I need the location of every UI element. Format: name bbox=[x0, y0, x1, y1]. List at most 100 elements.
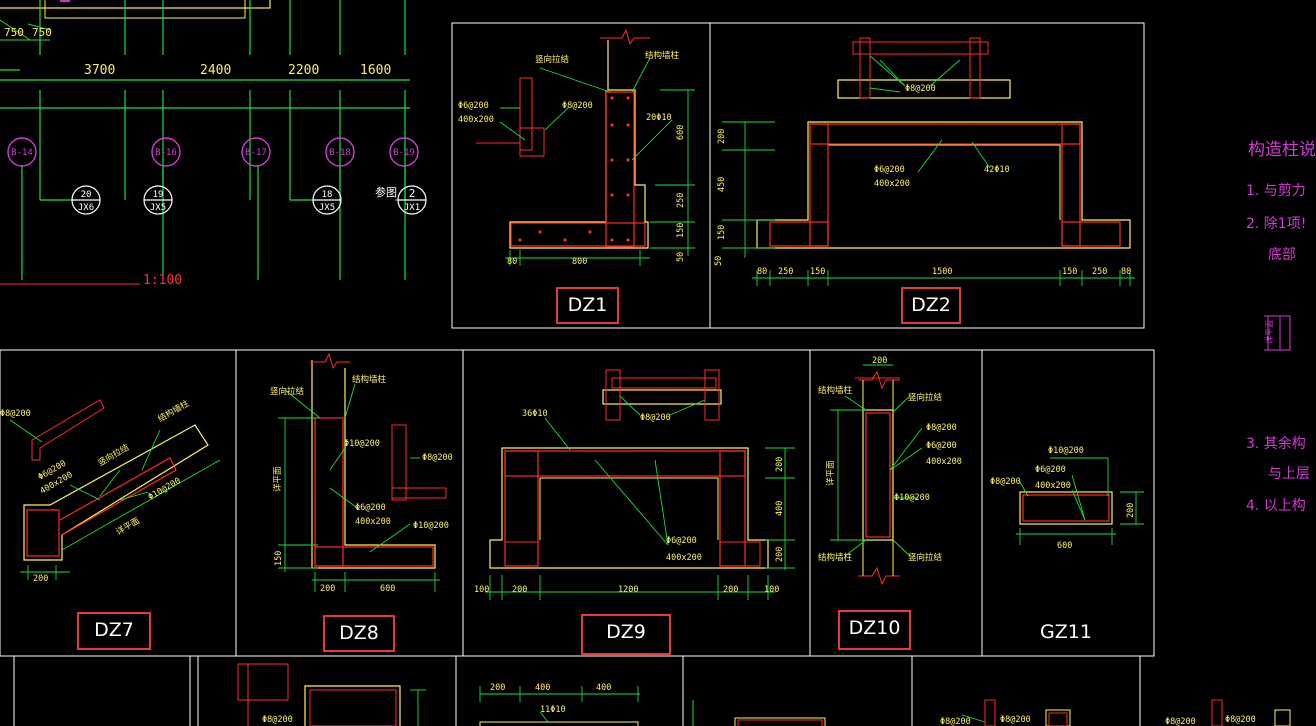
label-dz7: DZ7 bbox=[77, 612, 151, 650]
dz10-t2: 竖向拉结 bbox=[908, 392, 942, 403]
dz8-t5: 400x200 bbox=[355, 517, 391, 527]
gz11-t3: 400x200 bbox=[1035, 481, 1071, 491]
bottom-row-details: Φ8@200 200 400 400 11Φ10 Φ8@200 Φ8@200 Φ… bbox=[237, 663, 1291, 726]
dz1-t10: 80 bbox=[507, 257, 517, 267]
dz2-t7: 50 bbox=[714, 256, 724, 266]
detail-gz11: Φ10@200 Φ8@200 Φ6@200 400x200 200 600 bbox=[990, 446, 1144, 551]
notes-item-3: 3. 其余构 bbox=[1246, 436, 1306, 452]
dz9-t0: Φ8@200 bbox=[640, 413, 671, 423]
dz10-t3: Φ8@200 bbox=[926, 423, 957, 433]
ref-18-bottom: JX5 bbox=[319, 203, 335, 213]
dz2-t13: 250 bbox=[1092, 267, 1107, 277]
bottom-t7: Φ8@200 bbox=[1165, 717, 1196, 726]
dz7-t1: 结构墙柱 bbox=[156, 398, 191, 425]
dz9-t8: 200 bbox=[512, 585, 527, 595]
notes-side-dim: 详平面 bbox=[1264, 320, 1274, 344]
dz2-t9: 250 bbox=[778, 267, 793, 277]
ref-19-bottom: JX5 bbox=[150, 203, 166, 213]
plan-dim-0: 750 bbox=[4, 26, 24, 39]
axis-b17: B-17 bbox=[245, 148, 267, 158]
plan-dim-2: 3700 bbox=[84, 63, 115, 78]
notes-item-3b: 与上层 bbox=[1268, 466, 1310, 482]
dz10-t6: Φ10@200 bbox=[894, 493, 930, 503]
label-dz1: DZ1 bbox=[556, 287, 619, 324]
dz2-t4: 200 bbox=[717, 129, 727, 144]
gz11-t2: Φ6@200 bbox=[1035, 465, 1066, 475]
axis-b14: B-14 bbox=[11, 148, 33, 158]
dz2-t12: 150 bbox=[1062, 267, 1077, 277]
dz1-t9: 50 bbox=[676, 252, 686, 262]
label-dz9: DZ9 bbox=[581, 614, 671, 655]
gz11-t5: 600 bbox=[1057, 541, 1072, 551]
notes-item-2: 2. 除1项! bbox=[1246, 216, 1307, 232]
sheet-frames bbox=[0, 22, 1155, 726]
dz7-t4: 竖向拉结 bbox=[96, 442, 131, 469]
gz11-t4: 200 bbox=[1126, 503, 1136, 518]
dz2-t11: 1500 bbox=[932, 267, 952, 277]
dz8-t4: Φ6@200 bbox=[355, 503, 386, 513]
label-dz8: DZ8 bbox=[323, 615, 395, 652]
dz7-t7: 200 bbox=[33, 574, 48, 584]
plan-view: 750 750 3700 2400 2200 1600 B-14 B-16 B-… bbox=[0, 0, 427, 288]
dz1-t5: 20Φ10 bbox=[646, 113, 672, 123]
dz8-t2: Φ10@200 bbox=[344, 439, 380, 449]
dz8-t3: Φ8@200 bbox=[422, 453, 453, 463]
notes-item-1: 1. 与剪力 bbox=[1246, 183, 1306, 199]
dz2-t5: 450 bbox=[717, 177, 727, 192]
dz1-t8: 150 bbox=[676, 223, 686, 238]
dz9-t2: 200 bbox=[775, 457, 785, 472]
dz9-t3: 400 bbox=[775, 501, 785, 516]
ref-20-bottom: JX6 bbox=[78, 203, 94, 213]
dz2-t14: 80 bbox=[1121, 267, 1131, 277]
axis-b18: B-18 bbox=[329, 148, 351, 158]
plan-dim-5: 1600 bbox=[360, 63, 391, 78]
bottom-t5: Φ8@200 bbox=[940, 717, 971, 726]
dz2-t6: 150 bbox=[717, 225, 727, 240]
dz2-t10: 150 bbox=[810, 267, 825, 277]
dz10-t8: 结构墙柱 bbox=[818, 552, 853, 563]
detail-dz7: Φ8@200 结构墙柱 Φ6@200 400x200 竖向拉结 Φ10@200 … bbox=[0, 398, 221, 584]
ref-18-top: 18 bbox=[322, 190, 333, 200]
dz8-t6: Φ10@200 bbox=[413, 521, 449, 531]
dz1-t0: 竖向拉结 bbox=[535, 54, 569, 65]
dz10-t1: 结构墙柱 bbox=[818, 385, 853, 396]
dz10-t4: Φ6@200 bbox=[926, 441, 957, 451]
dz9-t11: 100 bbox=[764, 585, 779, 595]
dz8-t0: 竖向拉结 bbox=[270, 386, 304, 397]
detail-dz8: 竖向拉结 结构墙柱 Φ10@200 Φ8@200 Φ6@200 400x200 … bbox=[270, 352, 453, 594]
dz1-t3: 400x200 bbox=[458, 115, 494, 125]
dz2-t2: 400x200 bbox=[874, 179, 910, 189]
detail-dz10: 200 结构墙柱 竖向拉结 Φ8@200 Φ6@200 400x200 Φ10@… bbox=[818, 356, 962, 586]
axis-b16: B-16 bbox=[155, 148, 177, 158]
label-gz11: GZ11 bbox=[1040, 621, 1092, 643]
dz1-t4: Φ8@200 bbox=[562, 101, 593, 111]
dz10-t7: 详平面 bbox=[825, 460, 836, 486]
bottom-t2: 400 bbox=[535, 683, 550, 693]
dz1-t6: 600 bbox=[676, 125, 686, 140]
detail-dz2: Φ8@200 Φ6@200 400x200 42Φ10 200 450 150 … bbox=[714, 37, 1135, 286]
dz8-t9: 200 bbox=[320, 584, 335, 594]
ref-2-bottom: JX1 bbox=[404, 203, 420, 213]
plan-dim-3: 2400 bbox=[200, 63, 231, 78]
dz2-t8: 80 bbox=[757, 267, 767, 277]
dz2-t3: 42Φ10 bbox=[984, 165, 1010, 175]
dz10-t0: 200 bbox=[872, 356, 887, 366]
dz2-t1: Φ6@200 bbox=[874, 165, 905, 175]
dz8-t7: 详平面 bbox=[272, 466, 283, 492]
dz10-t5: 400x200 bbox=[926, 457, 962, 467]
plan-dim-1: 750 bbox=[32, 26, 52, 39]
ref-2-top: 2 bbox=[409, 187, 416, 200]
dz8-t8: 150 bbox=[274, 551, 284, 566]
label-dz10: DZ10 bbox=[838, 610, 911, 650]
notes-item-4: 4. 以上构 bbox=[1246, 498, 1306, 514]
dz7-t0: Φ8@200 bbox=[0, 409, 31, 419]
dz1-t11: 800 bbox=[572, 257, 587, 267]
dz9-t5: Φ6@200 bbox=[666, 536, 697, 546]
detail-dz1: 竖向拉结 结构墙柱 Φ6@200 400x200 Φ8@200 20Φ10 60… bbox=[458, 28, 695, 267]
axis-b19: B-19 bbox=[393, 148, 415, 158]
bottom-t8: Φ8@200 bbox=[1225, 715, 1256, 725]
notes-title: 构造柱说 bbox=[1248, 140, 1316, 160]
dz10-t9: 竖向拉结 bbox=[908, 552, 942, 563]
dz8-t1: 结构墙柱 bbox=[352, 374, 387, 385]
